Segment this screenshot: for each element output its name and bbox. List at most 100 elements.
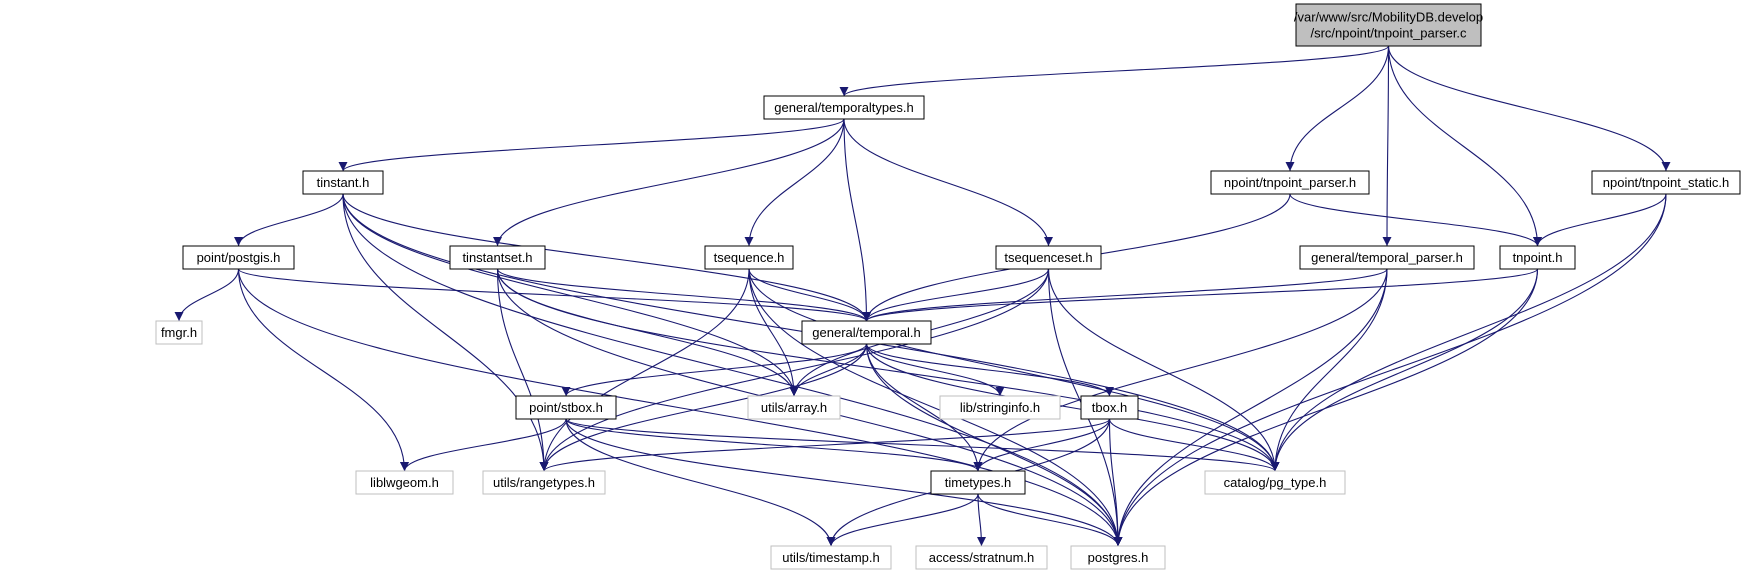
- edge-line: [1270, 268, 1539, 472]
- edge-line: [977, 493, 1123, 547]
- node-label: tbox.h: [1092, 400, 1127, 415]
- node-tnpoint_static[interactable]: npoint/tnpoint_static.h: [1591, 170, 1741, 195]
- node-tnpoint[interactable]: tnpoint.h: [1499, 245, 1576, 270]
- edge-line: [1382, 45, 1392, 247]
- node-stringinfo: lib/stringinfo.h: [939, 395, 1061, 420]
- node-label: timetypes.h: [945, 475, 1011, 490]
- edge-line: [565, 418, 1123, 547]
- node-postgis[interactable]: point/postgis.h: [182, 245, 295, 270]
- edge-root-to-tnpoint_static: [1387, 45, 1671, 172]
- node-box: [1499, 245, 1576, 270]
- node-tsequence[interactable]: tsequence.h: [704, 245, 794, 270]
- edge-line: [539, 343, 868, 472]
- edge-line: [744, 118, 845, 247]
- edge-temporaltypes-to-tinstant: [338, 118, 845, 172]
- node-temporaltypes[interactable]: general/temporaltypes.h: [763, 95, 925, 120]
- node-temporal[interactable]: general/temporal.h: [801, 320, 932, 345]
- edge-tsequenceset-to-rangetypes: [539, 268, 1050, 472]
- edge-postgis-to-liblwgeom: [237, 268, 409, 472]
- edge-root-to-tnpoint: [1387, 45, 1542, 247]
- edge-temporal_parser-to-timetypes: [973, 268, 1388, 472]
- edge-line: [237, 268, 871, 322]
- edge-line: [865, 343, 1114, 397]
- node-box: [801, 320, 932, 345]
- edge-tnpoint_static-to-tnpoint: [1533, 193, 1667, 247]
- node-box: [939, 395, 1061, 420]
- edge-tsequence-to-pg_type: [748, 268, 1280, 472]
- node-stbox[interactable]: point/stbox.h: [515, 395, 617, 420]
- edge-line: [973, 268, 1388, 472]
- node-array: utils/array.h: [747, 395, 841, 420]
- edge-tnpoint_static-to-postgres: [1113, 193, 1667, 547]
- node-label: tinstantset.h: [462, 250, 532, 265]
- edge-tinstant-to-array: [342, 193, 799, 397]
- node-tsequenceset[interactable]: tsequenceset.h: [995, 245, 1102, 270]
- node-box: [1080, 395, 1139, 420]
- edge-temporal_parser-to-temporal: [862, 268, 1388, 322]
- node-tinstantset[interactable]: tinstantset.h: [449, 245, 546, 270]
- node-label: point/stbox.h: [529, 400, 603, 415]
- edge-tbox-to-rangetypes: [539, 418, 1111, 472]
- node-label: utils/array.h: [761, 400, 827, 415]
- edge-tsequence-to-rangetypes: [539, 268, 750, 472]
- edge-temporal-to-postgres: [865, 343, 1123, 547]
- edge-temporaltypes-to-tsequence: [744, 118, 845, 247]
- edge-line: [565, 418, 1280, 472]
- node-box: [1210, 170, 1370, 195]
- node-liblwgeom: liblwgeom.h: [355, 470, 454, 495]
- node-root[interactable]: /var/www/src/MobilityDB.develop/src/npoi…: [1294, 3, 1483, 47]
- edge-tinstantset-to-temporal: [496, 268, 871, 322]
- edge-stbox-to-postgres: [565, 418, 1123, 547]
- edge-temporaltypes-to-tinstantset: [493, 118, 845, 247]
- edge-line: [826, 493, 979, 547]
- node-box: [515, 395, 617, 420]
- edge-line: [973, 418, 1111, 472]
- edge-stbox-to-timetypes: [565, 418, 983, 472]
- node-label: postgres.h: [1088, 550, 1149, 565]
- node-box: [155, 320, 203, 345]
- edge-tbox-to-pg_type: [1108, 418, 1280, 472]
- node-label: liblwgeom.h: [370, 475, 439, 490]
- node-label: access/stratnum.h: [929, 550, 1035, 565]
- edge-temporal-to-array: [789, 343, 868, 397]
- edge-line: [1108, 418, 1280, 472]
- node-pg_type: catalog/pg_type.h: [1204, 470, 1346, 495]
- edge-line: [1108, 418, 1123, 547]
- node-box: [1591, 170, 1741, 195]
- edge-tinstantset-to-rangetypes: [496, 268, 549, 472]
- edge-line: [862, 268, 1388, 322]
- node-label: tnpoint.h: [1513, 250, 1563, 265]
- node-temporal_parser[interactable]: general/temporal_parser.h: [1299, 245, 1475, 270]
- edge-timetypes-to-stratnum: [976, 493, 986, 547]
- edge-tsequenceset-to-pg_type: [1047, 268, 1280, 472]
- edge-line: [342, 193, 1123, 547]
- edge-line: [493, 118, 845, 247]
- node-npoint_tnpoint_parser[interactable]: npoint/tnpoint_parser.h: [1210, 170, 1370, 195]
- edge-tinstant-to-postgres: [342, 193, 1123, 547]
- node-label: npoint/tnpoint_parser.h: [1224, 175, 1356, 190]
- edge-tnpoint-to-pg_type: [1270, 268, 1539, 472]
- edge-temporal_parser-to-pg_type: [1270, 268, 1388, 472]
- edge-line: [496, 268, 1280, 472]
- node-label: lib/stringinfo.h: [960, 400, 1040, 415]
- edge-temporaltypes-to-temporal: [843, 118, 871, 322]
- node-label: general/temporal_parser.h: [1311, 250, 1463, 265]
- node-box: [182, 245, 295, 270]
- node-timetypes[interactable]: timetypes.h: [930, 470, 1026, 495]
- edge-temporaltypes-to-tsequenceset: [843, 118, 1053, 247]
- edge-line: [789, 343, 868, 397]
- edge-tbox-to-postgres: [1108, 418, 1123, 547]
- node-label: npoint/tnpoint_static.h: [1603, 175, 1729, 190]
- edge-tsequence-to-postgres: [748, 268, 1123, 547]
- node-tbox[interactable]: tbox.h: [1080, 395, 1139, 420]
- edge-line: [234, 193, 344, 247]
- edge-line: [1387, 45, 1542, 247]
- node-box: [1070, 545, 1166, 570]
- edge-tsequenceset-to-temporal: [862, 268, 1050, 322]
- edge-line: [565, 418, 983, 472]
- node-tinstant[interactable]: tinstant.h: [302, 170, 384, 195]
- node-label: tinstant.h: [317, 175, 370, 190]
- edge-line: [865, 343, 1005, 397]
- edge-line: [1113, 193, 1667, 547]
